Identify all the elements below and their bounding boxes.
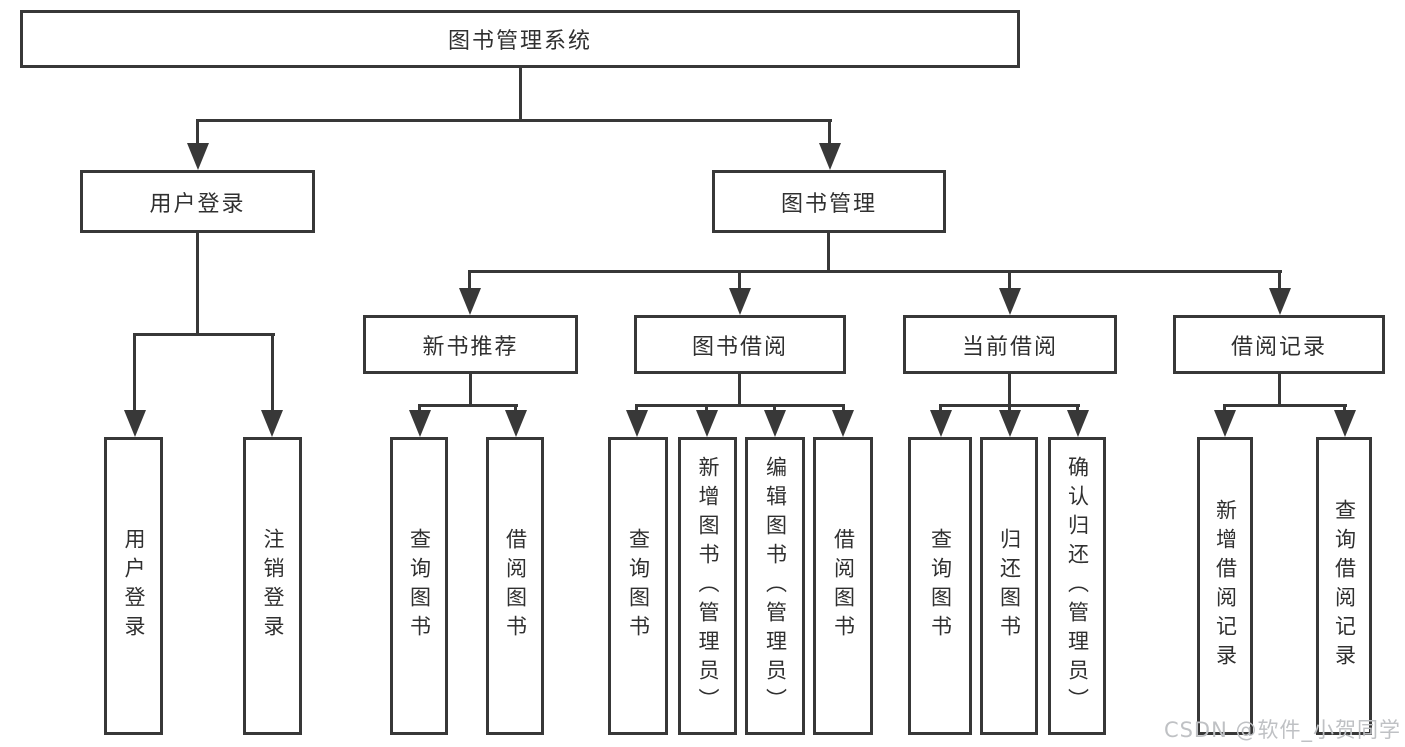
- node-label: 当前借阅: [961, 334, 1058, 360]
- connector-drop-leaf: [773, 404, 776, 414]
- leaf-query-borrow-record: 查询借阅记录: [1316, 437, 1372, 735]
- node-label: 用户登录: [149, 191, 246, 217]
- connector-current-borrow-stem: [1008, 372, 1011, 406]
- connector-drop-new-book: [468, 270, 471, 290]
- leaf-add-book-admin: 新增图书（管理员）: [678, 437, 737, 735]
- node-current-borrow: 当前借阅: [903, 315, 1117, 374]
- connector-book-management-stem: [827, 232, 830, 272]
- leaf-add-borrow-record: 新增借阅记录: [1197, 437, 1253, 735]
- node-label: 归还图书: [997, 528, 1022, 644]
- connector-drop-leaf: [133, 333, 136, 412]
- node-label: 查询图书: [407, 528, 432, 644]
- connector-drop-leaf: [842, 404, 845, 414]
- node-label: 新增图书（管理员）: [696, 455, 720, 717]
- node-label: 新增借阅记录: [1213, 499, 1238, 673]
- node-label: 编辑图书（管理员）: [763, 455, 788, 717]
- connector-root-stem: [519, 67, 522, 120]
- arrow-down-icon: [1067, 410, 1089, 437]
- arrow-down-icon: [505, 410, 527, 437]
- node-label: 图书管理系统: [447, 29, 592, 54]
- leaf-user-login: 用户登录: [104, 437, 163, 735]
- arrow-down-icon: [832, 410, 854, 437]
- arrow-down-icon: [1269, 288, 1291, 315]
- arrow-down-icon: [626, 410, 648, 437]
- connector-drop-book-borrow: [738, 270, 741, 290]
- arrow-down-icon: [124, 410, 146, 437]
- connector-drop-leaf: [635, 404, 638, 414]
- connector-drop-leaf: [939, 404, 942, 414]
- leaf-query-books-borrow: 查询图书: [608, 437, 668, 735]
- connector-book-borrow-stem: [738, 372, 741, 406]
- connector-drop-borrow-records: [1278, 270, 1281, 290]
- arrow-down-icon: [1214, 410, 1236, 437]
- node-book-management: 图书管理: [712, 170, 946, 233]
- node-label: 借阅图书: [831, 528, 856, 644]
- arrow-down-icon: [764, 410, 786, 437]
- node-label: 查询图书: [626, 528, 651, 644]
- node-new-book-recommend: 新书推荐: [363, 315, 578, 374]
- leaf-query-books-current: 查询图书: [908, 437, 972, 735]
- arrow-down-icon: [261, 410, 283, 437]
- leaf-edit-book-admin: 编辑图书（管理员）: [745, 437, 805, 735]
- arrow-down-icon: [729, 288, 751, 315]
- node-label: 查询图书: [928, 528, 953, 644]
- node-label: 用户登录: [122, 528, 146, 644]
- leaf-logout: 注销登录: [243, 437, 302, 735]
- connector-book-management-rail: [468, 270, 1282, 273]
- arrow-down-icon: [930, 410, 952, 437]
- connector-new-book-rail: [418, 404, 518, 407]
- node-user-login: 用户登录: [80, 170, 315, 233]
- connector-drop-leaf: [1223, 404, 1226, 414]
- node-label: 图书管理: [780, 191, 877, 217]
- connector-drop-leaf: [1076, 404, 1079, 414]
- leaf-borrow-books-recommend: 借阅图书: [486, 437, 544, 735]
- arrow-down-icon: [999, 288, 1021, 315]
- arrow-down-icon: [696, 410, 718, 437]
- node-label: 借阅记录: [1230, 334, 1327, 360]
- arrow-down-icon: [999, 410, 1021, 437]
- csdn-watermark: CSDN @软件_小贺同学: [1163, 718, 1401, 742]
- connector-drop-leaf: [1343, 404, 1346, 414]
- connector-drop-leaf: [1008, 404, 1011, 414]
- connector-drop-leaf: [418, 404, 421, 414]
- node-label: 注销登录: [261, 528, 285, 644]
- connector-drop-leaf: [514, 404, 517, 414]
- leaf-return-books: 归还图书: [980, 437, 1038, 735]
- connector-drop-leaf: [705, 404, 708, 414]
- connector-drop-book-management: [828, 119, 831, 145]
- connector-drop-leaf: [271, 333, 274, 412]
- arrow-down-icon: [819, 143, 841, 170]
- node-label: 新书推荐: [422, 334, 519, 360]
- connector-borrow-records-stem: [1278, 372, 1281, 406]
- arrow-down-icon: [409, 410, 431, 437]
- leaf-confirm-return-admin: 确认归还（管理员）: [1048, 437, 1106, 735]
- connector-new-book-stem: [469, 372, 472, 406]
- node-library-management-system: 图书管理系统: [20, 10, 1020, 68]
- connector-root-rail: [196, 119, 832, 122]
- arrow-down-icon: [1334, 410, 1356, 437]
- connector-drop-user-login: [196, 119, 199, 145]
- arrow-down-icon: [459, 288, 481, 315]
- connector-drop-current-borrow: [1008, 270, 1011, 290]
- node-label: 图书借阅: [691, 334, 788, 360]
- connector-book-borrow-rail: [635, 404, 845, 407]
- node-book-borrow: 图书借阅: [634, 315, 846, 374]
- connector-user-login-stem: [196, 232, 199, 336]
- connector-borrow-records-rail: [1223, 404, 1347, 407]
- node-borrow-records: 借阅记录: [1173, 315, 1385, 374]
- node-label: 借阅图书: [503, 528, 528, 644]
- node-label: 确认归还（管理员）: [1065, 455, 1090, 717]
- connector-user-login-rail: [133, 333, 275, 336]
- leaf-query-books-recommend: 查询图书: [390, 437, 448, 735]
- arrow-down-icon: [187, 143, 209, 170]
- leaf-borrow-books: 借阅图书: [813, 437, 873, 735]
- node-label: 查询借阅记录: [1332, 499, 1357, 673]
